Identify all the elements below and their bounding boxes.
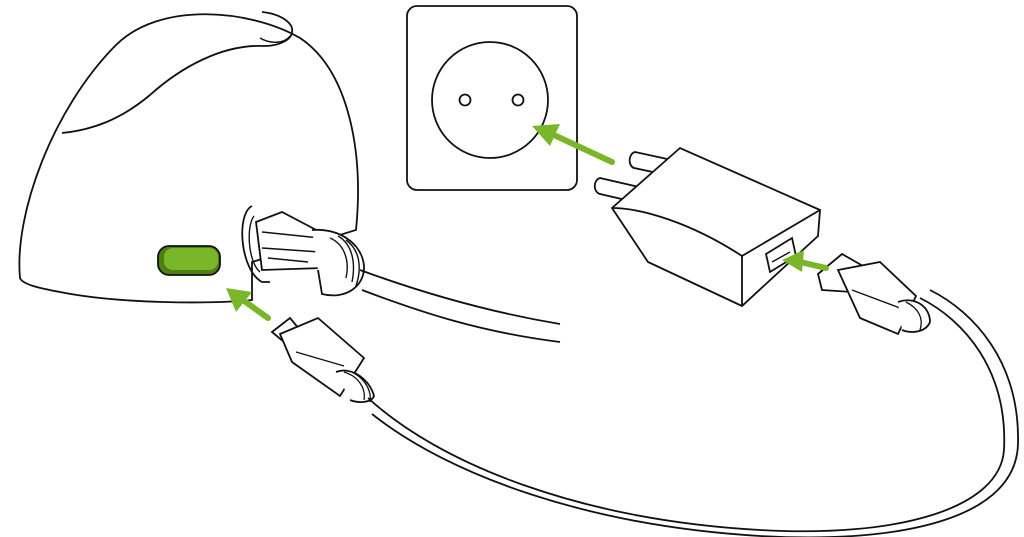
- wall-socket-icon: [406, 5, 578, 191]
- green-insert-arrow-icon: [226, 124, 829, 321]
- arrow-cable-to-adapter: [782, 250, 829, 272]
- usb-cable: [270, 252, 1019, 537]
- usb-wall-charger-icon: [593, 146, 821, 308]
- arrow-adapter-to-socket: [532, 124, 615, 165]
- socket-hole-right: [511, 93, 525, 107]
- usb-a-plug: [816, 252, 931, 336]
- socket-face: [431, 41, 549, 159]
- usb-plug-in-dock: [255, 211, 365, 297]
- arrow-cable-to-dock: [226, 288, 271, 321]
- charging-dock-icon: [18, 11, 561, 343]
- micro-usb-plug: [270, 316, 375, 403]
- socket-hole-left: [458, 93, 472, 107]
- charge-indicator-led: [157, 245, 221, 276]
- dock-cable: [359, 269, 561, 325]
